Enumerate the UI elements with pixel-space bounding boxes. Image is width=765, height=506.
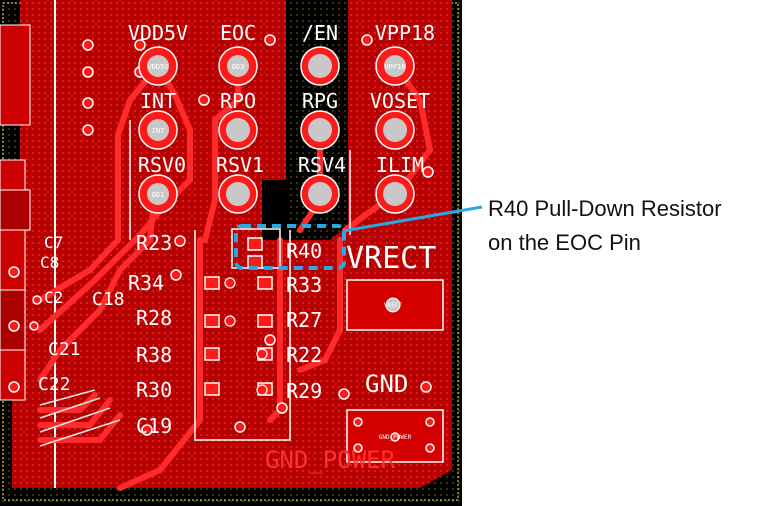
pin-label-ilim: ILIM — [376, 153, 424, 177]
resistor-label-r30: R30 — [136, 378, 172, 402]
resistor-label-r40: R40 — [286, 239, 322, 263]
pin-label-rsv0: RSV0 — [138, 153, 186, 177]
pin-label-rsv4: RSV4 — [298, 153, 346, 177]
pin-label-rpo: RPO — [220, 89, 256, 113]
gnd-power-pad-label: GND_POWER — [379, 434, 412, 441]
traces — [37, 63, 434, 491]
net-label-gnd: GND — [365, 370, 408, 398]
pin-label-en: /EN — [302, 21, 338, 45]
silkscreen-outlines — [129, 120, 351, 441]
resistor-label-r28: R28 — [136, 306, 172, 330]
resistor-pads — [204, 237, 273, 396]
net-label-gnd-power: GND_POWER — [265, 446, 396, 474]
pad-label-od3: OD3 — [232, 63, 245, 71]
resistor-label-r38: R38 — [136, 343, 172, 367]
cap-label-c22: C22 — [38, 374, 71, 395]
callout-line-2: on the EOC Pin — [488, 230, 641, 255]
pad-label-vdd5v: VDD5V — [147, 63, 169, 71]
pin-label-rsv1: RSV1 — [216, 153, 264, 177]
pin-label-int: INT — [140, 89, 176, 113]
cap-label-c19: C19 — [136, 414, 172, 438]
cap-label-c18: C18 — [92, 289, 125, 310]
pin-label-rpg: RPG — [302, 89, 338, 113]
pin-label-vpp18: VPP18 — [375, 21, 435, 45]
cap-label-c8: C8 — [40, 253, 59, 272]
callout-leader-line — [342, 205, 483, 233]
ic-pins: VDD5V OD3 VPP18 INT OD1 — [138, 46, 415, 214]
cap-label-c21: C21 — [48, 339, 81, 360]
cap-label-c2: C2 — [44, 288, 63, 307]
cap-label-c7: C7 — [44, 233, 63, 252]
resistor-label-r34: R34 — [128, 271, 164, 295]
callout-line-1: R40 Pull-Down Resistor — [488, 196, 722, 221]
resistor-label-r23: R23 — [136, 231, 172, 255]
vrect-pad-label: VRECT — [384, 302, 402, 309]
pin-label-eoc: EOC — [220, 21, 256, 45]
resistor-label-r33: R33 — [286, 273, 322, 297]
pad-label-int: INT — [152, 127, 165, 135]
net-label-vrect: VRECT — [346, 241, 436, 276]
resistor-label-r27: R27 — [286, 308, 322, 332]
resistor-label-r29: R29 — [286, 379, 322, 403]
pad-label-od1: OD1 — [152, 191, 165, 199]
pin-label-voset: VOSET — [370, 89, 430, 113]
r40-highlight-box — [234, 224, 346, 270]
resistor-label-r22: R22 — [286, 343, 322, 367]
pin-label-vdd5v: VDD5V — [128, 21, 188, 45]
edge-component — [0, 24, 31, 126]
pad-label-vpp18: VPP18 — [384, 63, 405, 71]
